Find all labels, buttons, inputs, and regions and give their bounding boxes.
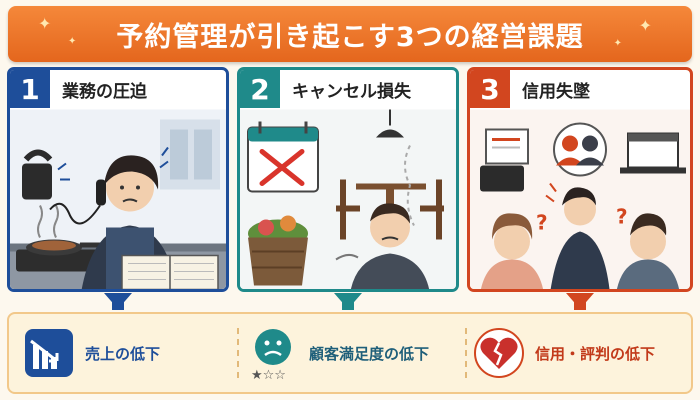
panel-header: 3 信用失墜 [470,70,690,108]
header-banner: ✦ ✦ ✦ ✦ 予約管理が引き起こす3つの経営課題 [8,6,692,62]
panel-title: 業務の圧迫 [62,81,147,102]
sad-face-one-star-icon: ★☆☆ [251,329,291,381]
panel-number: 1 [10,70,50,108]
panel-title: 信用失墜 [522,81,590,102]
down-arrow-icon [566,293,594,310]
panel-trust-loss: 3 信用失墜 [467,67,693,292]
broken-heart-icon [474,328,524,378]
panel-number: 2 [240,70,280,108]
outcome-label: 売上の低下 [85,344,161,363]
outcome-label: 信用・評判の低下 [535,344,656,363]
cancellation-illustration [240,109,456,289]
busy-staff-illustration [10,109,226,289]
desk-phone-icon [480,128,529,192]
outcome-satisfaction-decline: ★☆☆ 顧客満足度の低下 [247,314,467,392]
outcome-bar: 売上の低下 ★☆☆ 顧客満足度の低下 信用・評判の低下 [7,312,693,394]
svg-text:★☆☆: ★☆☆ [251,368,286,381]
sparkle-icon: ✦ [613,38,622,49]
panel-title: キャンセル損失 [292,81,411,102]
page-title: 予約管理が引き起こす3つの経営課題 [116,21,584,53]
panel-header: 1 業務の圧迫 [10,70,226,108]
sparkle-icon: ✦ [38,14,52,33]
trust-loss-illustration: ? ? [470,109,690,289]
panel-number: 3 [470,70,510,108]
outcome-reputation-decline: 信用・評判の低下 [473,314,693,392]
svg-text:?: ? [536,211,548,235]
users-icon [553,122,607,177]
divider [237,328,239,378]
panel-header: 2 キャンセル損失 [240,70,456,108]
laptop-calendar-icon [620,132,686,174]
outcome-label: 顧客満足度の低下 [309,344,430,363]
sparkle-icon: ✦ [68,36,77,47]
svg-text:?: ? [616,205,628,229]
down-arrow-icon [334,293,362,310]
panel-cancellation: 2 キャンセル損失 [237,67,459,292]
panel-workload: 1 業務の圧迫 [7,67,229,292]
down-arrow-icon [104,293,132,310]
divider [465,328,467,378]
outcome-sales-decline: 売上の低下 [23,314,233,392]
declining-chart-icon [25,329,73,377]
sparkle-icon: ✦ [638,16,652,35]
calendar-cross-icon [247,121,319,193]
